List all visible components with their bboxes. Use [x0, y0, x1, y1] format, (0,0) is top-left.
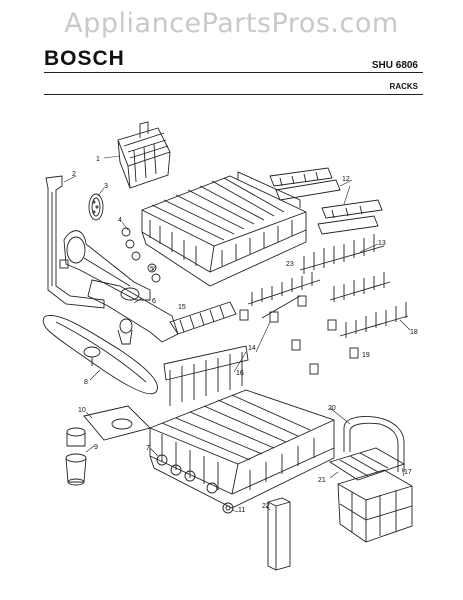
brand-logo: BOSCH [44, 47, 125, 70]
callout-2: 2 [72, 171, 76, 178]
callout-16: 16 [236, 370, 244, 377]
part-container[interactable] [267, 497, 291, 571]
callout-6: 6 [152, 298, 156, 305]
callout-13: 13 [378, 240, 386, 247]
part-lower-rack[interactable] [149, 389, 335, 509]
callout-5: 5 [150, 266, 154, 273]
part-upper-rack-wheels[interactable] [121, 227, 161, 283]
callout-1: 1 [96, 156, 100, 163]
callout-8: 8 [84, 379, 88, 386]
callout-21: 21 [318, 477, 326, 484]
part-upper-spray-arm[interactable] [63, 230, 151, 301]
part-tine-rows[interactable] [247, 234, 409, 338]
part-spray-nozzle[interactable] [88, 193, 104, 221]
header-rule-bottom [44, 94, 423, 95]
callout-17: 17 [404, 469, 412, 476]
part-rack-holders[interactable] [239, 295, 359, 375]
part-upper-rack[interactable] [141, 171, 307, 287]
part-cutlery-basket[interactable] [328, 447, 413, 543]
callout-9: 9 [94, 444, 98, 451]
part-supply-pipe[interactable] [45, 175, 105, 309]
callout-11: 11 [238, 507, 245, 514]
callout-4: 4 [118, 217, 122, 224]
callout-7: 7 [146, 445, 150, 452]
site-watermark: AppliancePartsPros.com [64, 8, 399, 39]
model-number: SHU 6806 [371, 60, 418, 71]
callout-18: 18 [410, 329, 418, 336]
callout-leaders [63, 155, 411, 513]
part-folding-tine-rack[interactable] [163, 345, 249, 406]
callout-10: 10 [78, 407, 86, 414]
part-small-tine-insert[interactable] [169, 301, 237, 335]
section-title: RACKS [389, 82, 418, 91]
part-spray-arm-lower[interactable] [87, 279, 179, 345]
part-filter-plate[interactable] [83, 405, 151, 441]
part-cup-clips[interactable] [269, 167, 383, 235]
part-filter[interactable] [65, 427, 87, 486]
header-rule-top [44, 72, 423, 73]
part-basket-handle[interactable] [343, 416, 405, 472]
part-lower-spray-arm[interactable] [42, 314, 158, 395]
callout-20: 20 [328, 405, 336, 412]
callout-22: 22 [262, 503, 270, 510]
part-cutlery-basket-small[interactable] [117, 121, 171, 189]
part-lower-rack-wheels[interactable] [156, 454, 218, 494]
callout-3: 3 [104, 183, 108, 190]
callout-14: 14 [248, 345, 256, 352]
callout-15: 15 [178, 304, 186, 311]
callout-19: 19 [362, 352, 370, 359]
callout-23: 23 [286, 261, 294, 268]
part-wheel[interactable] [222, 502, 234, 514]
callout-12: 12 [342, 176, 350, 183]
